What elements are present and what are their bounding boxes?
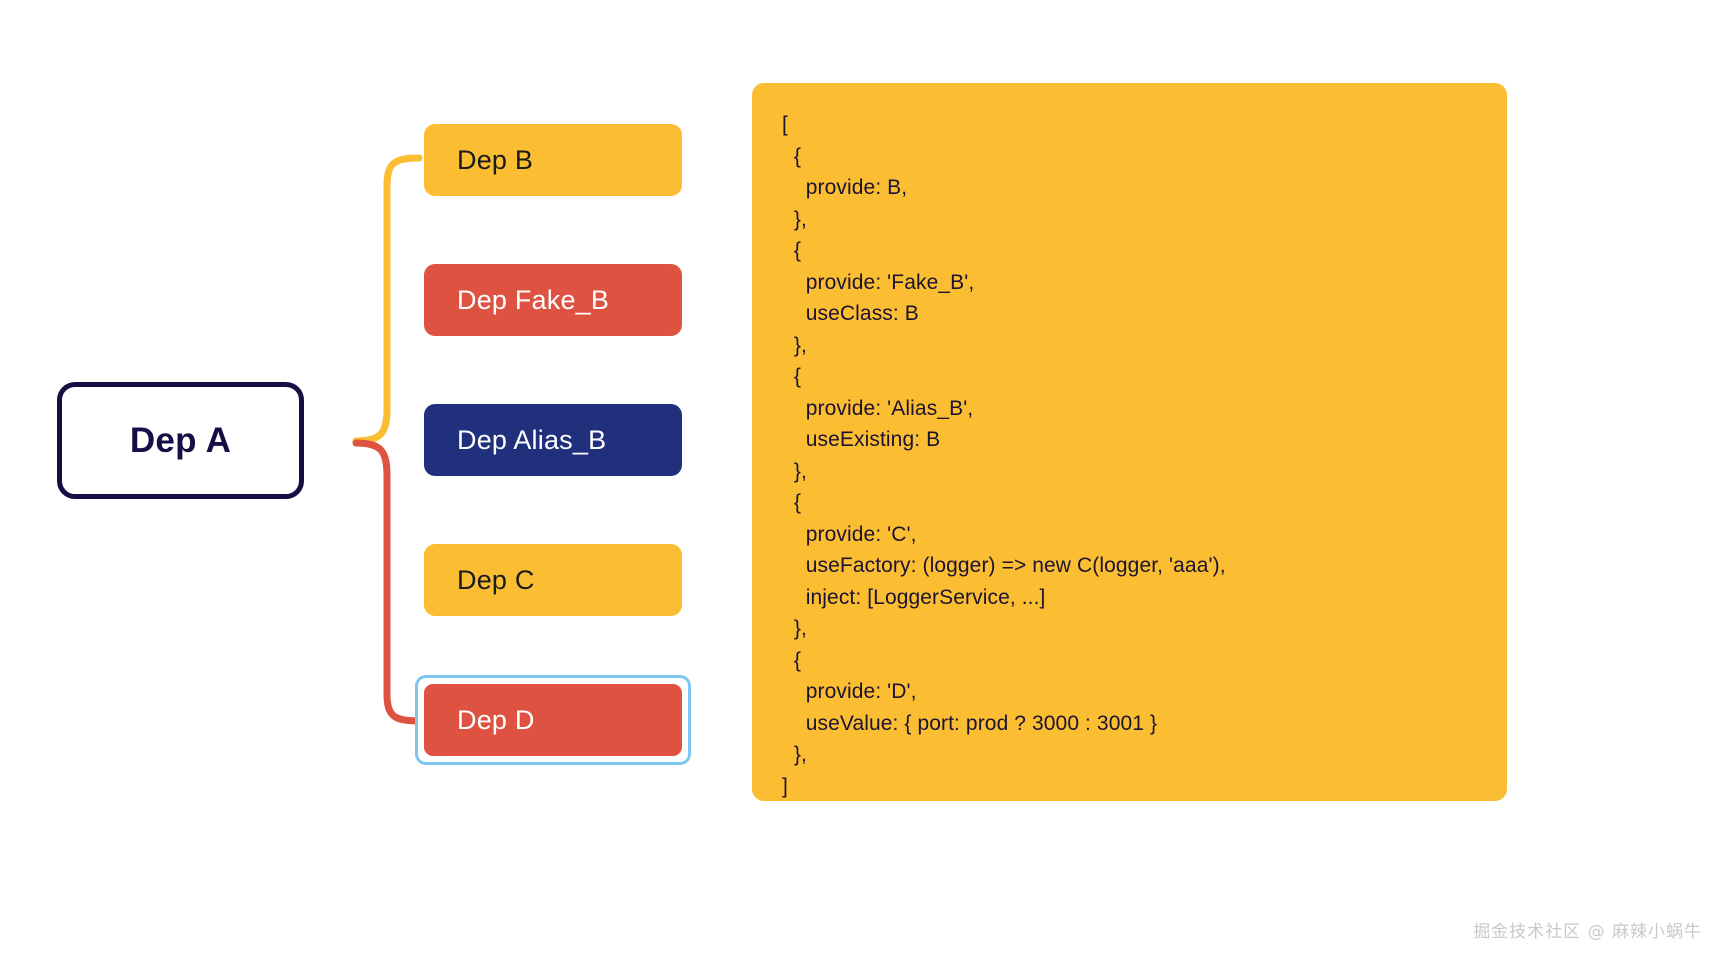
node-dep-d-label: Dep D: [457, 704, 535, 735]
node-dep-fake-b[interactable]: Dep Fake_B: [424, 264, 682, 336]
connector-branch-down: [352, 439, 423, 725]
node-dep-fake-b-label: Dep Fake_B: [457, 284, 610, 315]
node-dep-a[interactable]: Dep A: [57, 382, 304, 499]
node-dep-b[interactable]: Dep B: [424, 124, 682, 196]
providers-code-text: [ { provide: B, }, { provide: 'Fake_B', …: [782, 113, 1226, 798]
node-dep-c[interactable]: Dep C: [424, 544, 682, 616]
providers-code-panel: [ { provide: B, }, { provide: 'Fake_B', …: [752, 83, 1507, 801]
node-dep-b-label: Dep B: [457, 144, 534, 175]
watermark: 掘金技术社区 @ 麻辣小蜗牛: [1473, 922, 1702, 942]
node-dep-d-selection-ring[interactable]: Dep D: [415, 675, 691, 765]
node-dep-d[interactable]: Dep D: [424, 684, 682, 756]
node-dep-a-label: Dep A: [129, 420, 232, 460]
node-dep-alias-b[interactable]: Dep Alias_B: [424, 404, 682, 476]
node-dep-c-label: Dep C: [457, 564, 535, 595]
connector-branch-up: [352, 154, 423, 445]
node-dep-alias-b-label: Dep Alias_B: [457, 424, 607, 455]
